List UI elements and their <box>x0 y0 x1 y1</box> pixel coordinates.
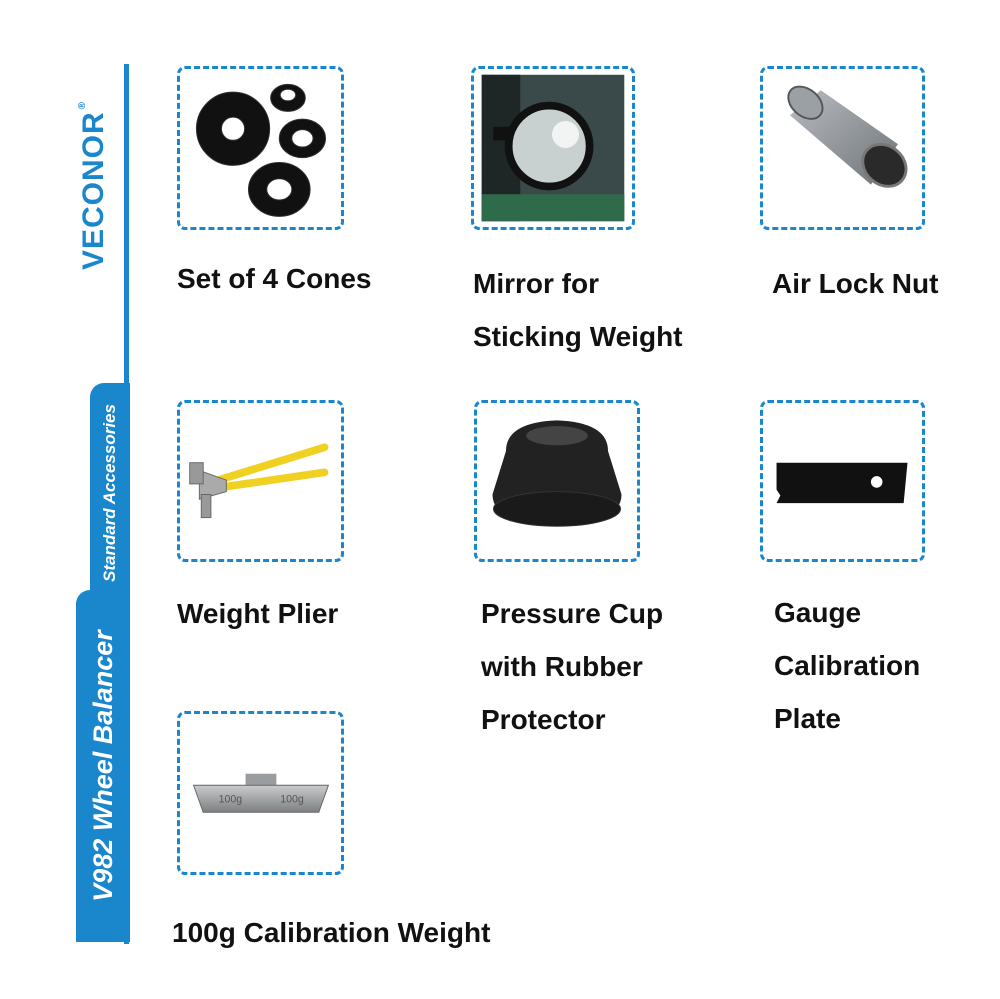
calibration-plate-icon <box>776 462 908 504</box>
calibration-plate-box <box>760 400 925 562</box>
mirror-icon <box>481 74 625 222</box>
cones-box <box>177 66 344 230</box>
calibration-weight-box: 100g 100g <box>177 711 344 875</box>
calibration-weight-icon: 100g 100g <box>192 773 330 813</box>
pressure-cup-box <box>474 400 640 562</box>
accessory-label-7: 100g Calibration Weight <box>172 917 491 948</box>
weight-mark-right: 100g <box>280 794 304 806</box>
accessory-label-6: Gauge Calibration Plate <box>774 597 921 734</box>
air-lock-nut-box <box>760 66 925 230</box>
weight-plier-icon <box>189 443 329 519</box>
accessory-label-1: Set of 4 Cones <box>177 263 372 294</box>
accessory-label-4: Weight Plier <box>177 598 339 629</box>
brand-logo: VECONOR® <box>77 100 110 270</box>
accessory-label-2: Mirror for Sticking Weight <box>473 268 683 352</box>
accessory-label-3: Air Lock Nut <box>772 268 939 299</box>
accessory-label-5: Pressure Cup with Rubber Protector <box>481 598 664 735</box>
product-title: V982 Wheel Balancer <box>88 630 118 902</box>
section-tab: Standard Accessories <box>90 383 130 603</box>
cones-icon <box>195 83 327 217</box>
air-lock-nut-icon <box>787 85 908 188</box>
product-tab: V982 Wheel Balancer <box>76 590 130 942</box>
pressure-cup-icon <box>492 420 622 527</box>
weight-mark-left: 100g <box>219 794 243 806</box>
weight-plier-box <box>177 400 344 562</box>
mirror-box <box>471 66 635 230</box>
section-label: Standard Accessories <box>100 404 119 582</box>
